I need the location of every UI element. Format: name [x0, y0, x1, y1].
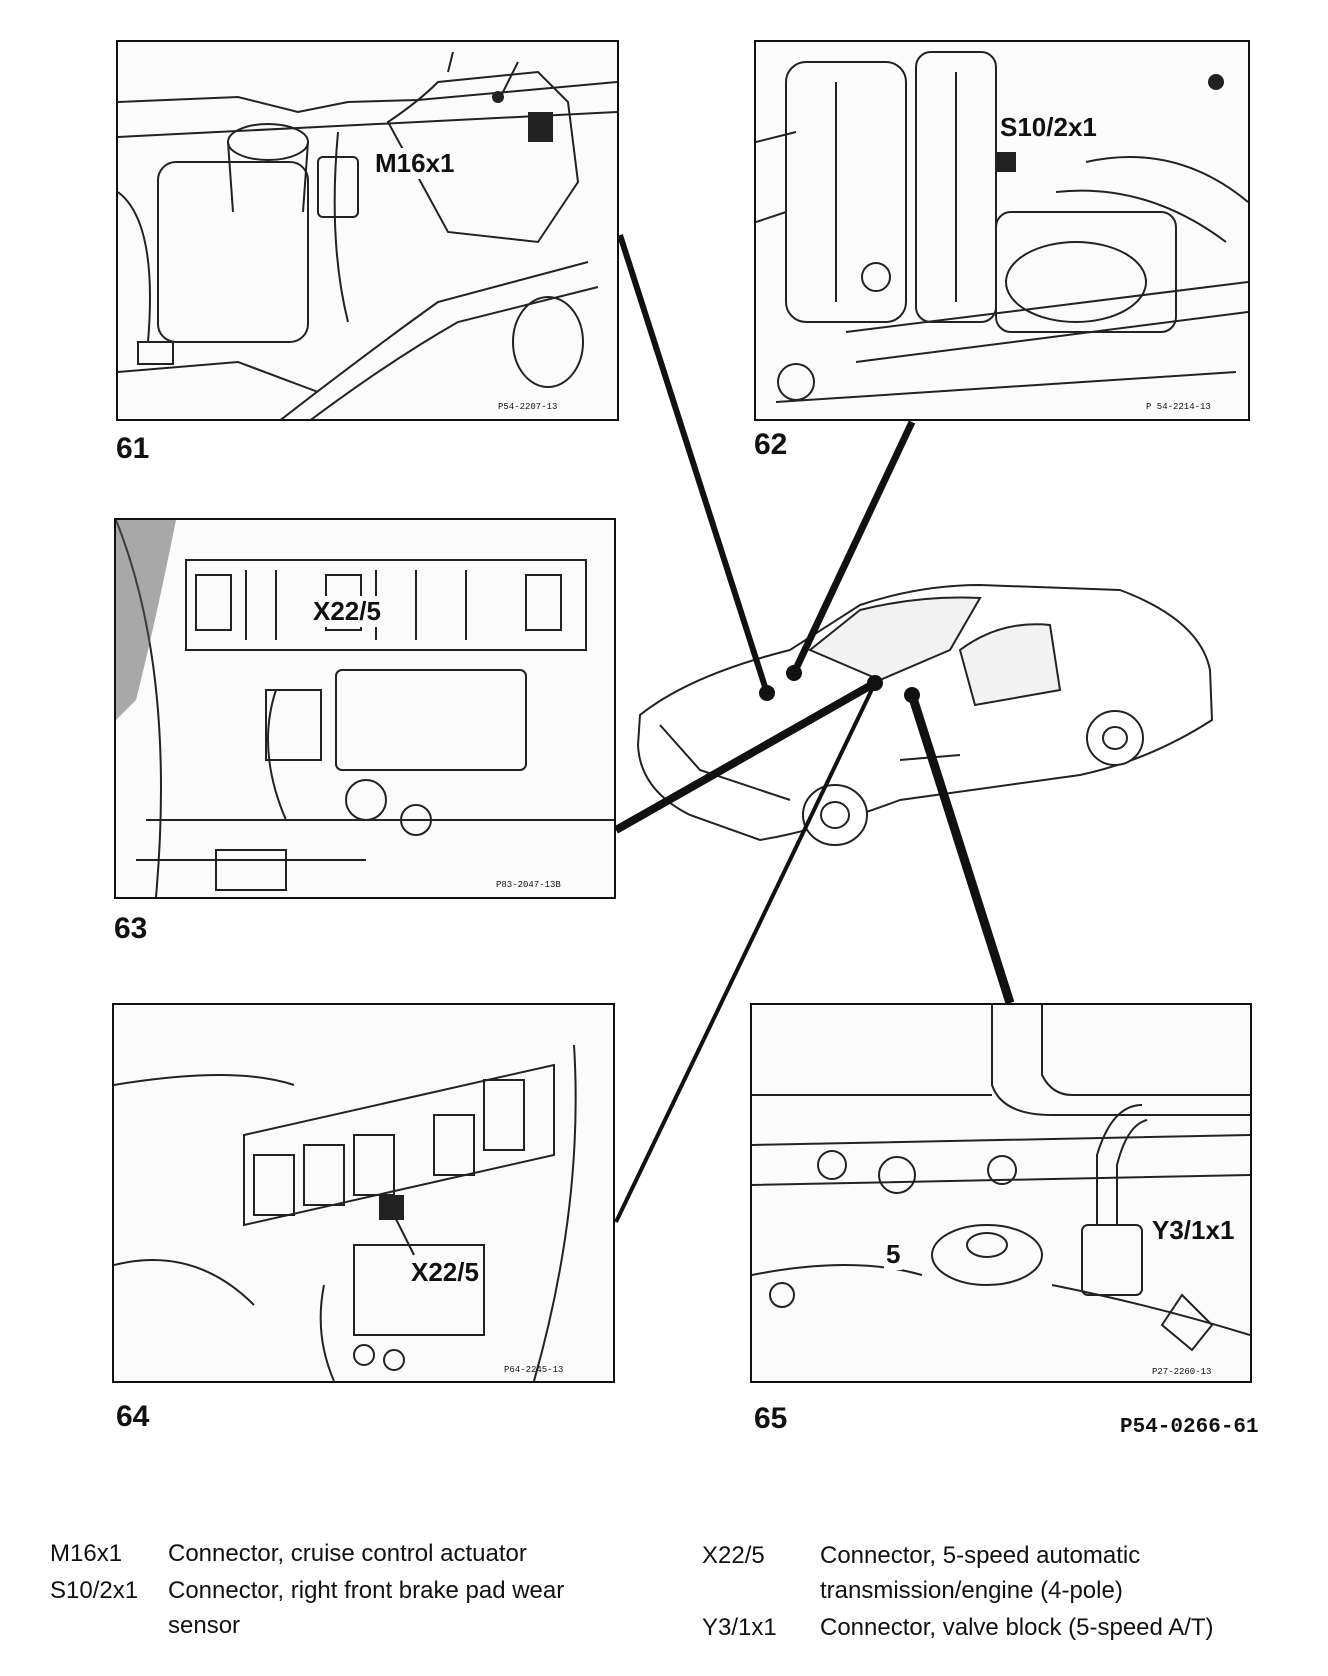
panel-61-ref: P54-2207-13	[498, 402, 558, 412]
panel-65-ref: P27-2260-13	[1152, 1367, 1212, 1377]
callout-x22-5-top: X22/5	[311, 596, 383, 627]
callout-5: 5	[884, 1239, 903, 1270]
panel-65-drawing	[752, 1005, 1250, 1352]
panel-61: M16x1 P54-2207-13	[116, 40, 619, 421]
figure-number-61: 61	[116, 432, 150, 465]
legend-desc: Connector, cruise control actuator	[168, 1540, 527, 1567]
callout-x22-5-bottom: X22/5	[409, 1257, 481, 1288]
legend-desc: Connector, valve block (5-speed A/T)	[820, 1614, 1214, 1641]
legend-item-s10-2x1: S10/2x1 Connector, right front brake pad…	[50, 1573, 650, 1645]
panel-62: S10/2x1 P 54-2214-13	[754, 40, 1250, 421]
legend-code: M16x1	[50, 1540, 123, 1567]
panel-63-drawing	[116, 520, 614, 897]
callout-m16x1: M16x1	[373, 148, 457, 179]
legend-desc: Connector, 5-speed automatic	[820, 1542, 1141, 1569]
legend-desc: Connector, right front brake pad wear	[168, 1577, 565, 1604]
legend-code: X22/5	[702, 1542, 765, 1569]
car-illustration	[636, 583, 1214, 846]
panel-64-ref: P64-2245-13	[504, 1365, 564, 1375]
figure-number-63: 63	[114, 912, 148, 945]
figure-number-62: 62	[754, 428, 788, 461]
legend-right: X22/5 Connector, 5-speed automatic trans…	[702, 1538, 1302, 1648]
panel-64-drawing	[114, 1044, 577, 1381]
panel-65: 5 Y3/1x1 P27-2260-13	[750, 1003, 1252, 1383]
panel-62-ref: P 54-2214-13	[1146, 402, 1211, 412]
legend-code: Y3/1x1	[702, 1614, 777, 1641]
panel-63-ref: P83-2047-13B	[496, 880, 561, 890]
leader-dots	[759, 665, 920, 703]
legend-item-m16x1: M16x1 Connector, cruise control actuator	[50, 1536, 650, 1571]
panel-63: X22/5 P83-2047-13B	[114, 518, 616, 899]
figure-number-65: 65	[754, 1402, 788, 1435]
legend-code: S10/2x1	[50, 1577, 139, 1604]
callout-y3-1x1: Y3/1x1	[1150, 1215, 1237, 1246]
figure-number-64: 64	[116, 1400, 150, 1433]
legend-left: M16x1 Connector, cruise control actuator…	[50, 1536, 650, 1646]
figure-reference: P54-0266-61	[1120, 1416, 1259, 1439]
legend-item-y3-1x1: Y3/1x1 Connector, valve block (5-speed A…	[702, 1610, 1302, 1645]
panel-62-drawing	[756, 51, 1248, 403]
legend-desc-cont: sensor	[168, 1612, 241, 1639]
legend-item-x22-5: X22/5 Connector, 5-speed automatic trans…	[702, 1538, 1302, 1610]
panel-61-drawing	[118, 51, 617, 419]
panel-64: X22/5 P64-2245-13	[112, 1003, 615, 1383]
callout-s10-2x1: S10/2x1	[998, 112, 1099, 143]
legend-desc-cont: transmission/engine (4-pole)	[820, 1577, 1123, 1604]
